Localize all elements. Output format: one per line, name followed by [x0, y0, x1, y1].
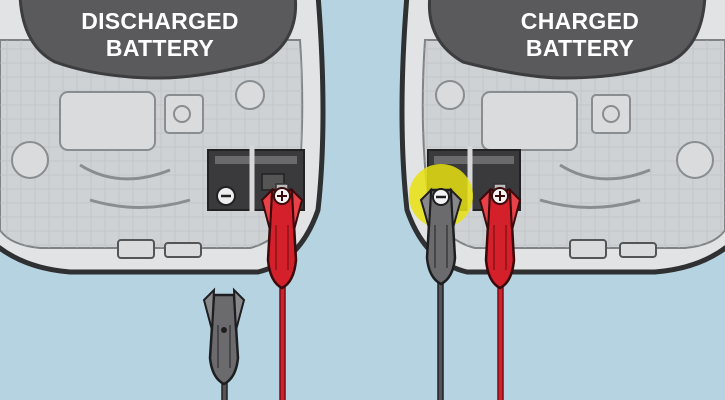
right-black-cable — [437, 277, 444, 400]
left-hood — [18, 0, 298, 80]
right-black-clamp — [419, 187, 463, 286]
left-cap — [235, 80, 265, 110]
left-reservoir — [11, 141, 49, 179]
discharged-title-line1: DISCHARGED — [81, 8, 239, 34]
right-red-clamp — [478, 183, 522, 290]
left-red-cable — [279, 279, 286, 400]
right-reservoir — [676, 141, 714, 179]
left-fuse-box — [164, 94, 204, 134]
left-latch — [117, 239, 155, 259]
discharged-battery-title: DISCHARGED BATTERY — [50, 8, 270, 62]
left-black-clamp — [202, 287, 246, 386]
left-car — [0, 0, 326, 275]
right-latch — [569, 239, 607, 259]
charged-title-line2: BATTERY — [525, 35, 635, 61]
right-cap — [435, 80, 465, 110]
jumper-cables — [221, 277, 504, 400]
right-red-cable — [497, 279, 504, 400]
right-engine-block — [481, 91, 578, 151]
discharged-title-line2: BATTERY — [105, 35, 215, 61]
charged-title-line1: CHARGED — [520, 8, 640, 34]
right-hood — [427, 0, 707, 80]
right-fuse-box — [591, 94, 631, 134]
charged-battery-title: CHARGED BATTERY — [470, 8, 690, 62]
left-engine-block — [59, 91, 156, 151]
left-battery — [207, 146, 305, 212]
left-red-clamp — [260, 183, 304, 290]
